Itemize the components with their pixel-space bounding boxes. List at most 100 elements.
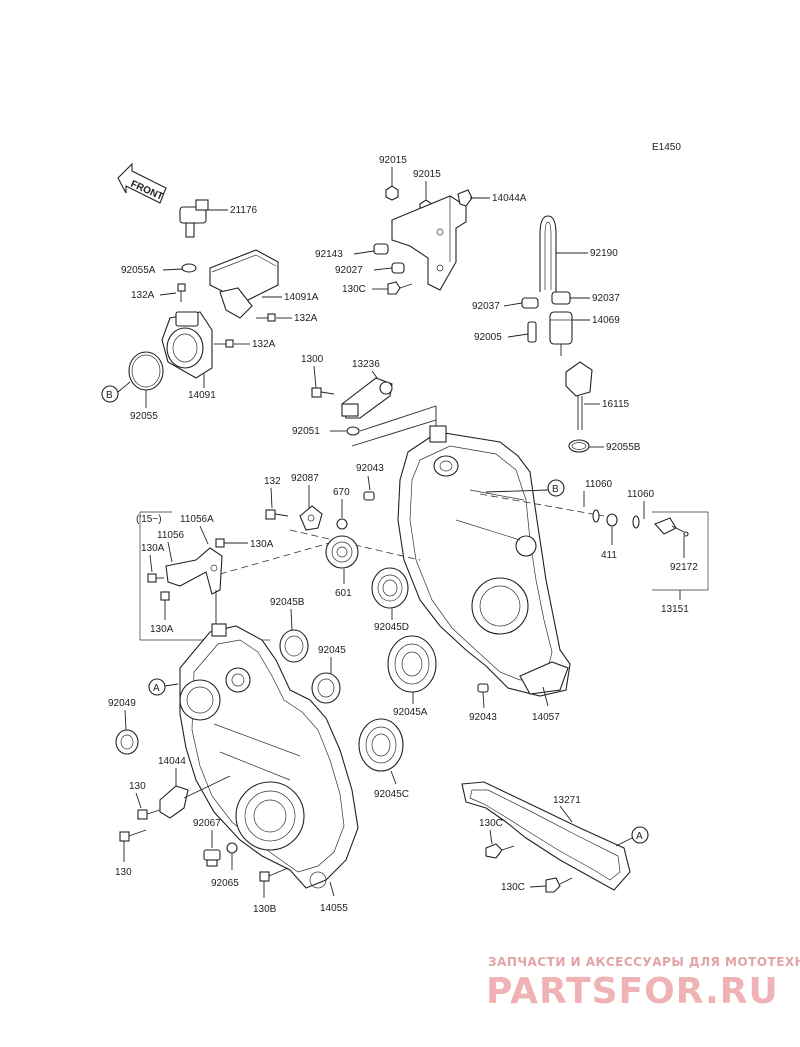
speed-sensor-21176 bbox=[179, 199, 228, 238]
label-92172: 92172 bbox=[670, 562, 698, 573]
bolt-130c-1 bbox=[387, 281, 413, 295]
dipstick-16115 bbox=[565, 361, 593, 430]
bolt-130b bbox=[259, 867, 289, 882]
label-92087: 92087 bbox=[291, 473, 319, 484]
clamp-92037-right bbox=[551, 291, 571, 305]
label-14055: 14055 bbox=[320, 903, 348, 914]
label-130A-2: 130A bbox=[250, 539, 274, 550]
label-92190: 92190 bbox=[590, 248, 618, 259]
bolt-130a-3 bbox=[160, 591, 170, 620]
collar-92143 bbox=[373, 243, 389, 255]
label-11056A: 11056A bbox=[180, 514, 214, 525]
label-92015-1: 92015 bbox=[379, 155, 407, 166]
o-ring-92055b bbox=[568, 439, 590, 453]
front-arrow-icon: FRONT bbox=[117, 162, 167, 204]
bracket-14091a bbox=[209, 249, 279, 319]
label-14091A: 14091A bbox=[284, 292, 319, 303]
bolt-132a-mid bbox=[256, 313, 276, 322]
bearing-92045d bbox=[371, 567, 409, 609]
bolt-1300 bbox=[311, 387, 335, 398]
label-130-1: 130 bbox=[129, 781, 146, 792]
label-92045C: 92045C bbox=[374, 789, 409, 800]
label-14044A: 14044A bbox=[492, 193, 527, 204]
label-92045D: 92045D bbox=[374, 622, 409, 633]
label-130A-3: 130A bbox=[150, 624, 174, 635]
label-130-2: 130 bbox=[115, 867, 132, 878]
bolt-132a-top bbox=[177, 283, 186, 302]
label-11060-1: 11060 bbox=[585, 479, 613, 490]
gasket-11060-1 bbox=[592, 509, 600, 523]
watermark-tagline: ЗАПЧАСТИ И АКСЕССУАРЫ ДЛЯ МОТОТЕХНИКИ bbox=[488, 955, 800, 969]
label-130C-2: 130C bbox=[479, 818, 503, 829]
label-92037-1: 92037 bbox=[472, 301, 500, 312]
bearing-92045a bbox=[387, 635, 437, 693]
callout-a-right bbox=[631, 826, 649, 844]
label-92045: 92045 bbox=[318, 645, 346, 656]
label-14044: 14044 bbox=[158, 756, 186, 767]
label-132A-3: 132A bbox=[252, 339, 276, 350]
label-13236: 13236 bbox=[352, 359, 380, 370]
label-13271: 13271 bbox=[553, 795, 581, 806]
bearing-92045 bbox=[311, 672, 341, 704]
label-92037-2: 92037 bbox=[592, 293, 620, 304]
label-92045B: 92045B bbox=[270, 597, 305, 608]
stopper-92087 bbox=[299, 505, 323, 531]
label-11056: 11056 bbox=[157, 530, 185, 541]
label-92055A: 92055A bbox=[121, 265, 156, 276]
gasket-92065 bbox=[226, 842, 238, 854]
bolt-132 bbox=[265, 509, 289, 520]
watermark-logo: PARTSFOR.RU bbox=[486, 971, 779, 1012]
lever-shaft-13236 bbox=[341, 377, 393, 419]
label-130C-1: 130C bbox=[342, 284, 366, 295]
callout-b-right bbox=[547, 479, 565, 497]
o-ring-670 bbox=[336, 518, 348, 530]
collar-92027 bbox=[391, 262, 405, 274]
label-1300: 1300 bbox=[301, 354, 324, 365]
dowel-pin-92043-2 bbox=[477, 683, 489, 693]
crankcase-cover-14057 bbox=[397, 425, 571, 697]
label-15-note: ('15~) bbox=[136, 514, 162, 525]
bracket-11056 bbox=[165, 547, 223, 628]
label-13151: 13151 bbox=[661, 604, 689, 615]
label-132: 132 bbox=[264, 476, 281, 487]
washer-411 bbox=[606, 513, 618, 527]
label-92027: 92027 bbox=[335, 265, 363, 276]
label-92143: 92143 bbox=[315, 249, 343, 260]
callout-a-right-letter: A bbox=[636, 831, 643, 842]
bolt-130c-2 bbox=[485, 843, 515, 859]
label-130B: 130B bbox=[253, 904, 277, 915]
label-92055: 92055 bbox=[130, 411, 158, 422]
label-132A-2: 132A bbox=[294, 313, 318, 324]
bolt-130a-1 bbox=[147, 573, 164, 583]
o-ring-92055a bbox=[181, 263, 197, 273]
label-411: 411 bbox=[601, 550, 617, 561]
label-92015-2: 92015 bbox=[413, 169, 441, 180]
housing-14091 bbox=[161, 311, 213, 379]
label-16115: 16115 bbox=[602, 399, 630, 410]
label-92005: 92005 bbox=[474, 332, 502, 343]
clamp-92037-left bbox=[521, 297, 539, 309]
bearing-601 bbox=[325, 535, 359, 569]
oil-seal-92051 bbox=[346, 426, 360, 436]
gasket-plate-13271 bbox=[461, 781, 631, 891]
label-11060-2: 11060 bbox=[627, 489, 655, 500]
bearing-92045c bbox=[358, 718, 404, 772]
bolt-130c-3 bbox=[545, 877, 573, 893]
label-670: 670 bbox=[333, 487, 350, 498]
label-601: 601 bbox=[335, 588, 352, 599]
oil-seal-92049 bbox=[115, 729, 139, 755]
label-92065: 92065 bbox=[211, 878, 239, 889]
nut-92015-1 bbox=[385, 185, 399, 201]
bolt-130a-2 bbox=[215, 538, 248, 548]
label-92043-1: 92043 bbox=[356, 463, 384, 474]
label-92055B: 92055B bbox=[606, 442, 641, 453]
callout-a-left bbox=[148, 678, 166, 696]
bracket-14044a bbox=[391, 189, 473, 291]
plug-92067 bbox=[203, 849, 221, 867]
label-14057: 14057 bbox=[532, 712, 560, 723]
callout-b-left-letter: B bbox=[106, 390, 113, 401]
breather-filter-14069 bbox=[549, 311, 573, 356]
label-130A-1: 130A bbox=[141, 543, 165, 554]
callout-a-left-letter: A bbox=[153, 683, 160, 694]
